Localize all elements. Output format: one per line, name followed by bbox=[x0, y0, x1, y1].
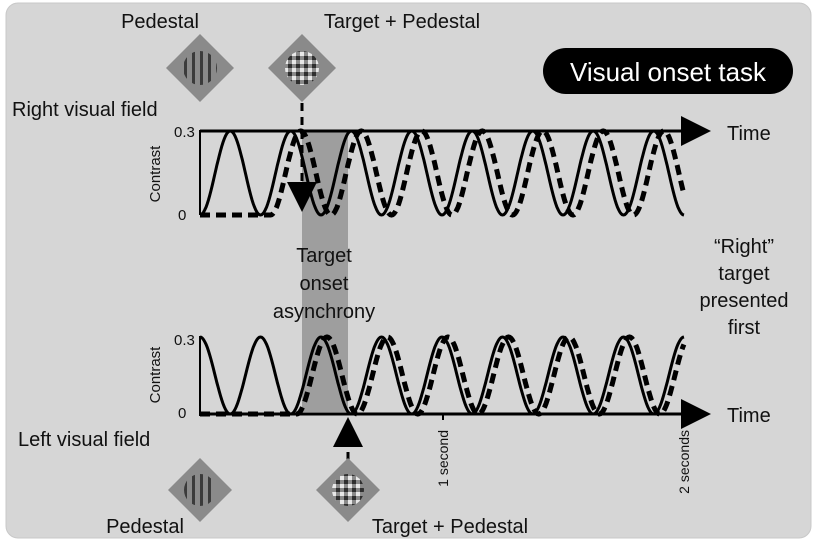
bottom-target-curve bbox=[200, 334, 687, 417]
top-ytick-high: 0.3 bbox=[174, 124, 195, 141]
top-pedestal-label: Pedestal bbox=[121, 11, 199, 33]
bottom-target-label: Target + Pedestal bbox=[372, 516, 528, 538]
top-ytick-low: 0 bbox=[178, 207, 186, 224]
asynchrony-label-line1: Target bbox=[296, 245, 352, 267]
background-panel bbox=[5, 2, 812, 539]
xtick-1-second: 1 second bbox=[435, 430, 451, 487]
right-note-line3: presented bbox=[700, 290, 789, 312]
bottom-ylabel: Contrast bbox=[147, 346, 164, 404]
left-field-label: Left visual field bbox=[18, 429, 150, 451]
asynchrony-label-line3: asynchrony bbox=[273, 301, 375, 323]
right-field-label: Right visual field bbox=[12, 99, 158, 121]
xtick-2-seconds: 2 seconds bbox=[676, 430, 692, 494]
top-time-label: Time bbox=[727, 123, 771, 145]
top-ylabel: Contrast bbox=[147, 145, 164, 203]
top-target-curve bbox=[200, 128, 686, 218]
bottom-ytick-low: 0 bbox=[178, 405, 186, 422]
title-badge-text: Visual onset task bbox=[570, 57, 767, 87]
right-note-line4: first bbox=[728, 317, 761, 339]
bottom-pedestal-curve bbox=[199, 335, 685, 416]
bottom-pedestal-label: Pedestal bbox=[106, 516, 184, 538]
bottom-time-label: Time bbox=[727, 405, 771, 427]
asynchrony-band bbox=[302, 130, 348, 412]
top-target-patch bbox=[268, 34, 336, 102]
title-badge bbox=[543, 48, 793, 94]
top-pedestal-curve bbox=[199, 129, 685, 217]
top-target-label: Target + Pedestal bbox=[324, 11, 480, 33]
asynchrony-label-line2: onset bbox=[300, 273, 349, 295]
bottom-pedestal-patch bbox=[168, 458, 232, 522]
bottom-ytick-high: 0.3 bbox=[174, 332, 195, 349]
right-note-line2: target bbox=[718, 263, 770, 285]
top-pedestal-patch bbox=[166, 34, 234, 102]
bottom-target-patch bbox=[316, 458, 380, 522]
right-note-line1: “Right” bbox=[714, 236, 774, 258]
